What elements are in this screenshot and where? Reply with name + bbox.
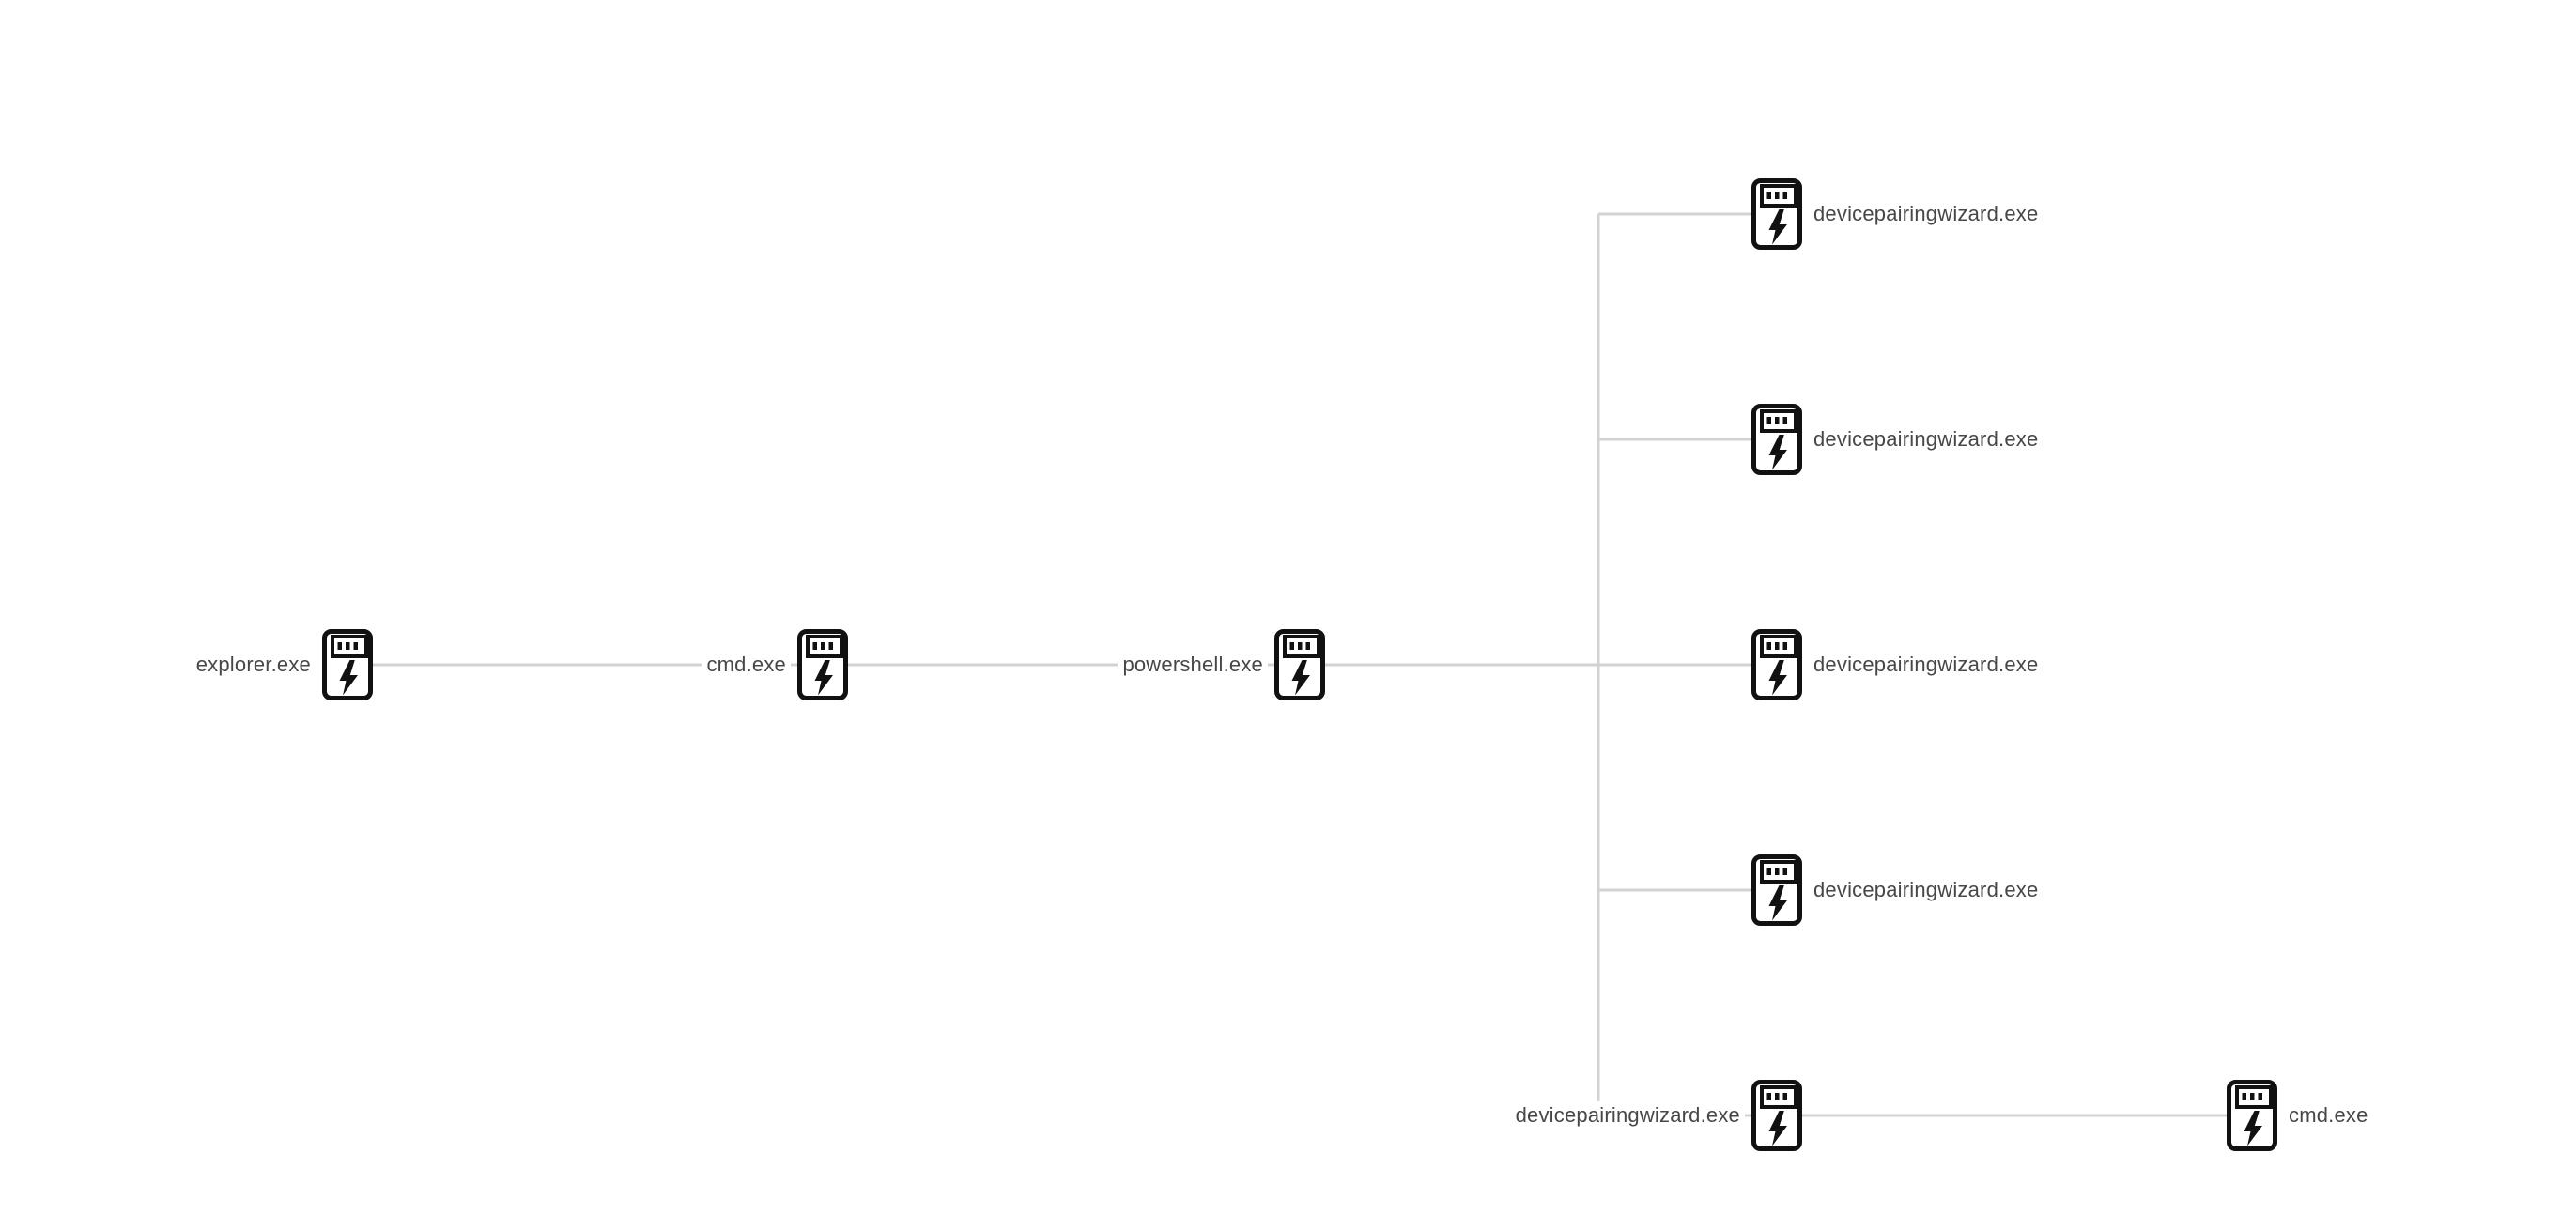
process-label[interactable]: devicepairingwizard.exe — [1809, 875, 2044, 905]
process-label[interactable]: devicepairingwizard.exe — [1809, 650, 2044, 680]
process-lightning-icon[interactable] — [1274, 629, 1325, 700]
process-label[interactable]: devicepairingwizard.exe — [1809, 199, 2044, 229]
process-label[interactable]: cmd.exe — [702, 650, 791, 680]
process-lightning-icon[interactable] — [1751, 404, 1802, 475]
process-lightning-icon[interactable] — [2227, 1080, 2277, 1151]
process-label[interactable]: devicepairingwizard.exe — [1809, 424, 2044, 454]
process-lightning-icon[interactable] — [1751, 178, 1802, 250]
process-lightning-icon[interactable] — [322, 629, 373, 700]
process-lightning-icon[interactable] — [1751, 629, 1802, 700]
process-lightning-icon[interactable] — [797, 629, 848, 700]
process-lightning-icon[interactable] — [1751, 1080, 1802, 1151]
process-label[interactable]: cmd.exe — [2284, 1100, 2373, 1130]
process-lightning-icon[interactable] — [1751, 854, 1802, 926]
process-label[interactable]: powershell.exe — [1118, 650, 1268, 680]
process-label[interactable]: explorer.exe — [191, 650, 316, 680]
process-label[interactable]: devicepairingwizard.exe — [1510, 1100, 1745, 1130]
